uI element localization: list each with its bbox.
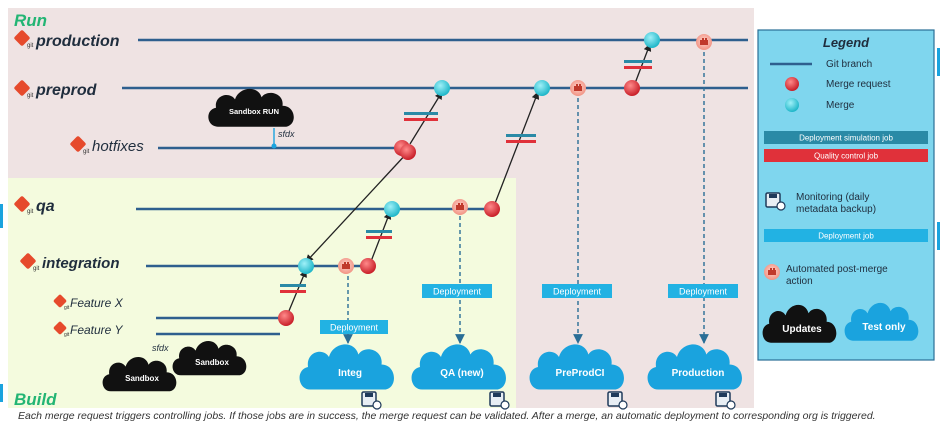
floppy-disk-icon	[765, 192, 786, 211]
svg-text:Deployment: Deployment	[330, 323, 379, 333]
svg-text:PreProdCI: PreProdCI	[556, 368, 605, 379]
branch-feature-x: git Feature X	[53, 294, 124, 311]
svg-text:git: git	[27, 209, 34, 215]
branch-preprod: git preprod	[14, 80, 98, 99]
git-icon: git	[70, 136, 90, 155]
svg-text:Sandbox RUN: Sandbox RUN	[229, 107, 279, 116]
left-accent-bottom	[0, 384, 3, 402]
hotfix-to-integration-arrow	[305, 151, 409, 263]
deployment-job-integ: Deployment	[320, 320, 388, 334]
legend-deployment-job: Deployment job	[818, 232, 874, 241]
gear-icon	[570, 80, 586, 96]
feature-to-integration-arrow	[285, 269, 307, 319]
branch-feature-y: git Feature Y	[53, 321, 123, 338]
svg-text:git: git	[27, 93, 34, 99]
legend: Legend Git branch Merge request Merge De…	[757, 29, 935, 361]
clock-icon	[500, 400, 510, 410]
gear-icon	[764, 264, 780, 280]
svg-text:git: git	[33, 266, 40, 272]
svg-text:Updates: Updates	[782, 324, 822, 335]
floppy-disk-icon	[361, 391, 382, 410]
git-icon: git	[53, 294, 70, 311]
org-cloud-qa: QA (new)	[411, 344, 506, 390]
org-cloud-preprodci: PreProdCI	[529, 344, 624, 390]
svg-text:Production: Production	[672, 368, 725, 379]
svg-text:Sandbox: Sandbox	[125, 374, 159, 383]
floppy-disk-icon	[607, 391, 628, 410]
branch-label-integration: integration	[42, 255, 120, 272]
deployment-job-qa: Deployment	[422, 284, 492, 298]
legend-monitoring: Monitoring (daily metadata backup)	[796, 192, 876, 215]
right-accent-top	[937, 48, 940, 76]
svg-text:git: git	[27, 43, 34, 49]
legend-quality-control: Quality control job	[814, 152, 879, 161]
deployment-job-production: Deployment	[668, 284, 738, 298]
sandbox-run-cloud: Sandbox RUN	[208, 88, 294, 127]
legend-merge-request: Merge request	[826, 79, 891, 90]
sandbox-cloud-2: Sandbox	[172, 341, 247, 376]
svg-text:git: git	[64, 305, 70, 311]
svg-text:Integ: Integ	[338, 368, 362, 379]
legend-deployment-simulation: Deployment simulation job	[799, 134, 893, 143]
left-accent-top	[0, 204, 3, 228]
preprod-to-production-arrow	[633, 43, 652, 87]
build-label: Build	[14, 390, 57, 409]
gear-icon	[452, 199, 468, 215]
legend-merge: Merge	[826, 100, 855, 111]
branch-integration: git integration	[20, 253, 120, 272]
floppy-disk-icon	[489, 391, 510, 410]
svg-text:QA (new): QA (new)	[440, 368, 484, 379]
branch-qa: git qa	[14, 196, 55, 215]
merges	[298, 32, 660, 274]
sfdx-label-bottom: sfdx	[152, 343, 169, 353]
svg-text:Test only: Test only	[862, 322, 906, 333]
org-cloud-integ: Integ	[299, 344, 394, 390]
deployment-job-preprodci: Deployment	[542, 284, 612, 298]
git-icon: git	[14, 196, 34, 215]
branch-label-production: production	[35, 33, 120, 50]
branch-label-preprod: preprod	[35, 82, 98, 99]
qa-to-preprod-arrow	[493, 91, 540, 207]
branch-label-feature-y: Feature Y	[70, 323, 123, 337]
legend-updates-cloud: Updates	[762, 304, 837, 343]
branch-label-hotfixes: hotfixes	[92, 138, 144, 155]
branch-label-feature-x: Feature X	[70, 296, 124, 310]
branch-label-qa: qa	[36, 198, 55, 215]
run-label: Run	[14, 11, 47, 30]
post-merge-actions	[338, 34, 712, 274]
legend-git-branch: Git branch	[826, 59, 872, 70]
clock-icon	[776, 201, 786, 211]
floppy-disk-icon	[715, 391, 736, 410]
sandbox-cloud-1: Sandbox	[102, 357, 177, 392]
svg-text:Deployment: Deployment	[433, 287, 482, 297]
diagram-caption: Each merge request triggers controlling …	[18, 410, 876, 422]
job-markers	[280, 60, 652, 293]
sfdx-label-top: sfdx	[278, 129, 295, 139]
svg-text:git: git	[64, 332, 70, 338]
clock-icon	[726, 400, 736, 410]
git-icon: git	[14, 80, 34, 99]
gear-icon	[338, 258, 354, 274]
svg-text:Sandbox: Sandbox	[195, 358, 229, 367]
legend-title: Legend	[823, 35, 870, 50]
right-accent-bottom	[937, 222, 940, 250]
gear-icon	[696, 34, 712, 50]
clock-icon	[372, 400, 382, 410]
svg-text:Deployment: Deployment	[553, 287, 602, 297]
legend-test-only-cloud: Test only	[844, 302, 919, 341]
clock-icon	[618, 400, 628, 410]
svg-text:Deployment: Deployment	[679, 287, 728, 297]
branch-production: git production	[14, 30, 120, 50]
svg-text:git: git	[83, 149, 90, 155]
branch-hotfixes: git hotfixes	[70, 136, 144, 155]
git-icon: git	[20, 253, 40, 272]
merge-requests	[278, 80, 640, 326]
org-cloud-production: Production	[647, 344, 742, 390]
git-icon: git	[14, 30, 34, 49]
git-icon: git	[53, 321, 70, 338]
